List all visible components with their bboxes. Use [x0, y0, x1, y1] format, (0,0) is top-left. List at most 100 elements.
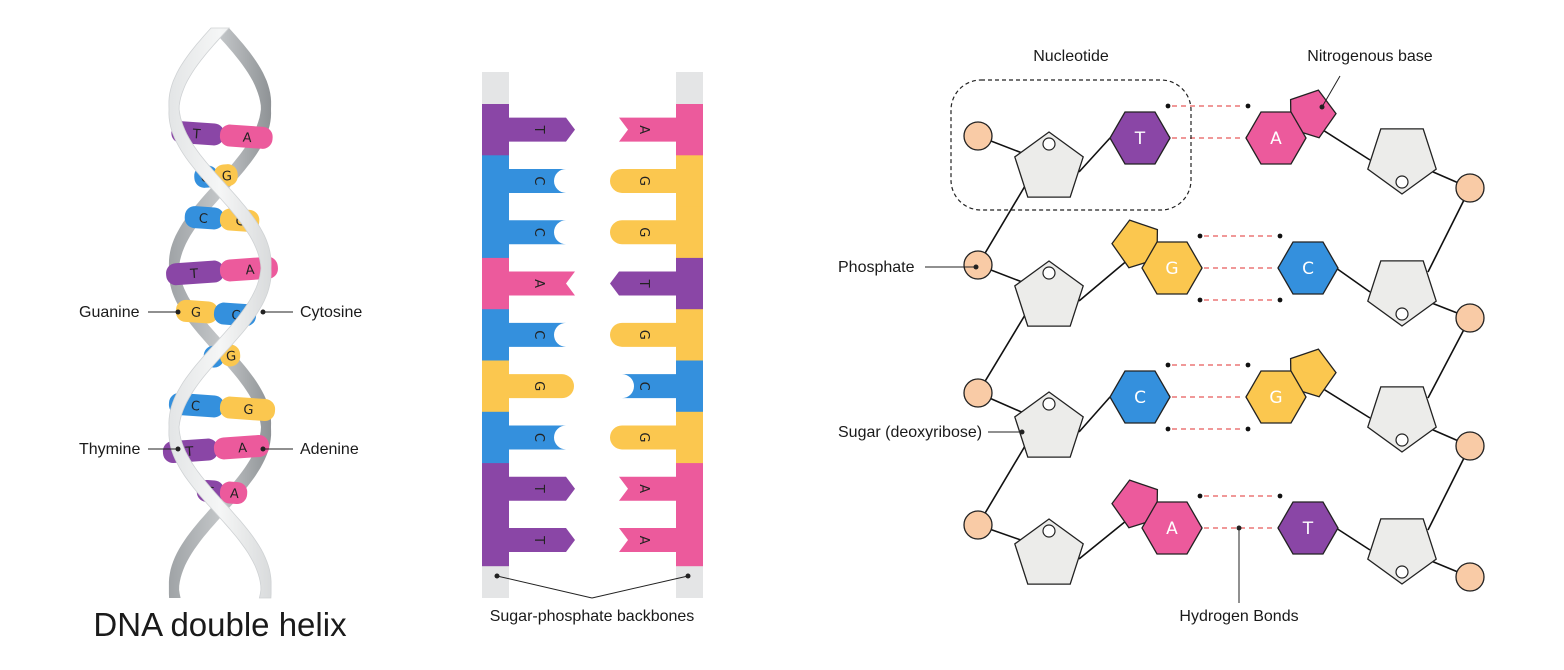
- adenine-ladder-base: [619, 528, 676, 553]
- left-backbone-cap-bottom: [482, 566, 509, 598]
- left-backbone-segment: [482, 104, 509, 156]
- cytosine-letter: C: [1302, 259, 1314, 279]
- thymine-ladder-base: [509, 117, 575, 142]
- guanine-letter: G: [1269, 388, 1282, 408]
- guanine-letter: G: [1165, 259, 1178, 279]
- deoxyribose-sugar: [1367, 386, 1437, 453]
- nitrogenous-base-label: Nitrogenous base: [1307, 48, 1433, 65]
- sugar-oxygen: [1395, 307, 1409, 321]
- bond-end-dot: [1197, 297, 1203, 303]
- bond-end-dot: [1245, 362, 1251, 368]
- guanine-ladder-base: [610, 425, 676, 450]
- sugar-oxygen: [1395, 565, 1409, 579]
- left-backbone-segment: [482, 257, 509, 310]
- phosphate-group: [963, 121, 993, 151]
- phosphate-group: [1455, 303, 1485, 333]
- left-backbone-segment: [482, 514, 509, 567]
- sugar-label: Sugar (deoxyribose): [838, 424, 982, 441]
- deoxyribose-sugar: [1367, 128, 1437, 195]
- right-backbone-cap-top: [676, 72, 703, 104]
- phosphate-group: [963, 378, 993, 408]
- ladder-letter-left: C: [531, 330, 546, 339]
- ladder-letter-right: T: [636, 279, 651, 288]
- guanine-ladder-base: [610, 220, 676, 245]
- thymine-letter: T: [1302, 519, 1314, 539]
- cytosine-ladder-base: [509, 220, 566, 245]
- ladder-letter-right: G: [636, 176, 651, 186]
- left-backbone-segment: [482, 206, 509, 259]
- ladder-letter-right: A: [636, 484, 651, 493]
- ladder-letter-left: C: [531, 228, 546, 237]
- sugar-oxygen: [1042, 137, 1056, 151]
- backbone-leader-left: [496, 575, 593, 599]
- hydrogen-bonds-label: Hydrogen Bonds: [1179, 608, 1298, 625]
- right-backbone-cap-bottom: [676, 566, 703, 598]
- thymine-ring-6: [1109, 111, 1171, 165]
- right-backbone-segment: [676, 257, 703, 310]
- thymine-ladder-base: [509, 528, 575, 553]
- sugar-oxygen: [1395, 175, 1409, 189]
- ladder-letter-right: A: [636, 536, 651, 545]
- thymine-leader-dot: [175, 446, 181, 452]
- bond-end-dot: [1277, 233, 1283, 239]
- guanine-ring-5: [1289, 348, 1337, 398]
- deoxyribose-sugar: [1014, 131, 1084, 198]
- guanine-ring-6: [1141, 241, 1203, 295]
- deoxyribose-sugar: [1014, 260, 1084, 327]
- guanine-ladder-base: [509, 374, 574, 399]
- sugar-phosphate-bond: [977, 445, 1026, 526]
- sugar-dot: [1019, 429, 1025, 435]
- cytosine-label: Cytosine: [300, 304, 362, 321]
- bond-end-dot: [1245, 426, 1251, 432]
- right-backbone-segment: [676, 360, 703, 413]
- sugar-phosphate-bond: [1427, 317, 1471, 399]
- ladder-letter-left: T: [531, 535, 546, 544]
- adenine-base: [213, 434, 270, 460]
- adenine-ladder-base: [509, 271, 575, 296]
- ladder-letter-right: G: [636, 432, 651, 442]
- adenine-ring-6: [1141, 501, 1203, 555]
- phosphate-group: [963, 250, 993, 280]
- helix-base-letter-left: C: [190, 399, 200, 415]
- helix-base-letter-left: T: [189, 267, 199, 283]
- ladder-letter-left: T: [531, 484, 546, 493]
- deoxyribose-sugar: [1014, 391, 1084, 458]
- phosphate-label: Phosphate: [838, 259, 915, 276]
- guanine-base: [175, 299, 219, 324]
- cytosine-leader-dot: [260, 309, 266, 315]
- nucleotide-label: Nucleotide: [1033, 48, 1109, 65]
- helix-base-letter-right: C: [231, 308, 241, 324]
- cytosine-ladder-base: [509, 168, 566, 193]
- left-backbone-segment: [482, 463, 509, 515]
- deoxyribose-sugar: [1367, 518, 1437, 585]
- helix-base-letter-right: A: [230, 487, 240, 503]
- bond-end-dot: [1197, 493, 1203, 499]
- sugar-oxygen: [1042, 397, 1056, 411]
- adenine-base: [219, 481, 248, 505]
- thymine-ladder-base: [509, 476, 575, 501]
- sugar-base-bond: [1335, 267, 1371, 293]
- ladder-letter-left: A: [531, 279, 546, 288]
- sugar-phosphate-bond: [1427, 445, 1471, 531]
- right-backbone-segment: [676, 155, 703, 208]
- sugar-phosphate-bond: [1427, 187, 1471, 273]
- right-backbone-segment: [676, 463, 703, 515]
- cytosine-ladder-base: [509, 425, 566, 450]
- adenine-letter: A: [1270, 129, 1282, 149]
- guanine-ring-5: [1111, 219, 1159, 269]
- phosphate-group: [963, 510, 993, 540]
- sugar-phosphate-bond: [977, 314, 1026, 394]
- helix-base-letter-right: G: [221, 169, 232, 185]
- ladder-letter-left: C: [531, 433, 546, 442]
- thymine-ring-6: [1277, 501, 1339, 555]
- sugar-phosphate-bond: [977, 185, 1026, 266]
- bond-end-dot: [1165, 426, 1171, 432]
- left-backbone-cap-top: [482, 72, 509, 104]
- phosphate-dot: [973, 264, 979, 270]
- phosphate-group: [1455, 431, 1485, 461]
- sugar-base-bond: [1078, 137, 1111, 173]
- adenine-ladder-base: [619, 117, 676, 142]
